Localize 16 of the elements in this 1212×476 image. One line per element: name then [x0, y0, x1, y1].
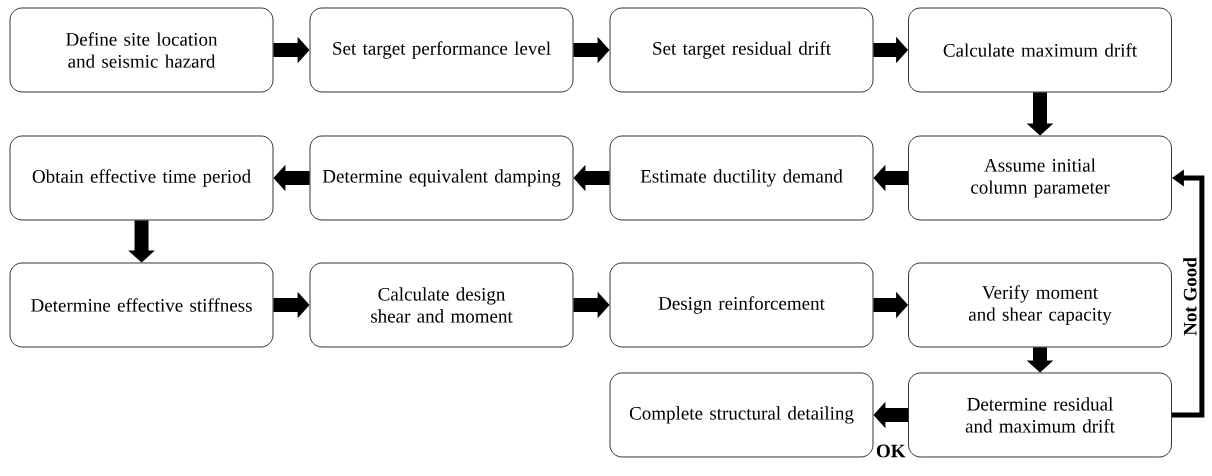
process-box: Calculate maximum drift: [908, 7, 1172, 93]
process-box: Set target performance level: [309, 7, 574, 93]
edge-label: Not Good: [1182, 256, 1198, 337]
process-box: Set target residual drift: [609, 7, 874, 93]
process-box: Determine equivalent damping: [309, 135, 574, 221]
process-box: Determine effective stiffness: [9, 262, 274, 348]
process-box: Verify moment and shear capacity: [908, 262, 1172, 348]
process-box: Calculate design shear and moment: [309, 262, 574, 348]
process-box: Complete structural detailing: [609, 372, 874, 458]
edge-label: OK: [875, 443, 907, 459]
process-box: Obtain effective time period: [9, 135, 274, 221]
process-box: Define site location and seismic hazard: [9, 7, 274, 93]
process-box: Estimate ductility demand: [609, 135, 874, 221]
process-box: Determine residual and maximum drift: [908, 372, 1172, 458]
process-box: Design reinforcement: [609, 262, 874, 348]
process-box: Assume initial column parameter: [908, 135, 1172, 221]
